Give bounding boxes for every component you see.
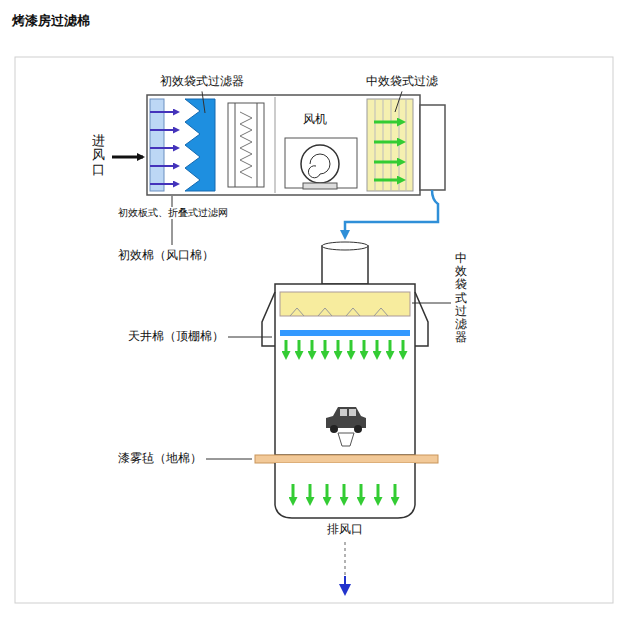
part-label: 排风口 [327, 522, 363, 536]
inlet-arrow [112, 156, 143, 159]
part-label: 进风口 [92, 134, 105, 177]
part-label: 初效棉（风口棉） [118, 248, 214, 262]
spray-booth [255, 242, 438, 518]
supply-duct [345, 190, 438, 236]
part-label: 初效板式、折叠式过滤网 [118, 207, 228, 219]
exhaust-line [344, 542, 346, 576]
part-label: 风机 [303, 112, 327, 126]
leader-line [228, 337, 272, 338]
frame [15, 57, 613, 603]
leader-line [395, 91, 402, 112]
part-label: 天井棉（顶棚棉） [128, 329, 224, 343]
leader-lines [172, 91, 451, 459]
part-label: 初效袋式过滤器 [160, 74, 244, 88]
filtered-airflow [374, 122, 402, 180]
downdraft-airflow [286, 340, 403, 502]
leader-line [172, 196, 173, 245]
part-label: 中效袋式过滤 [366, 74, 438, 88]
leader-line [412, 303, 451, 304]
part-label: 中效袋式过滤器 [455, 252, 467, 344]
leader-line [202, 91, 205, 113]
part-label: 漆雾毡（地棉） [118, 451, 202, 465]
leader-line [206, 459, 252, 460]
air-handling-unit [147, 95, 445, 195]
page-title: 烤漆房过滤棉 [12, 12, 90, 30]
exhaust-arrow [344, 576, 346, 590]
inlet-airflow [150, 112, 178, 184]
